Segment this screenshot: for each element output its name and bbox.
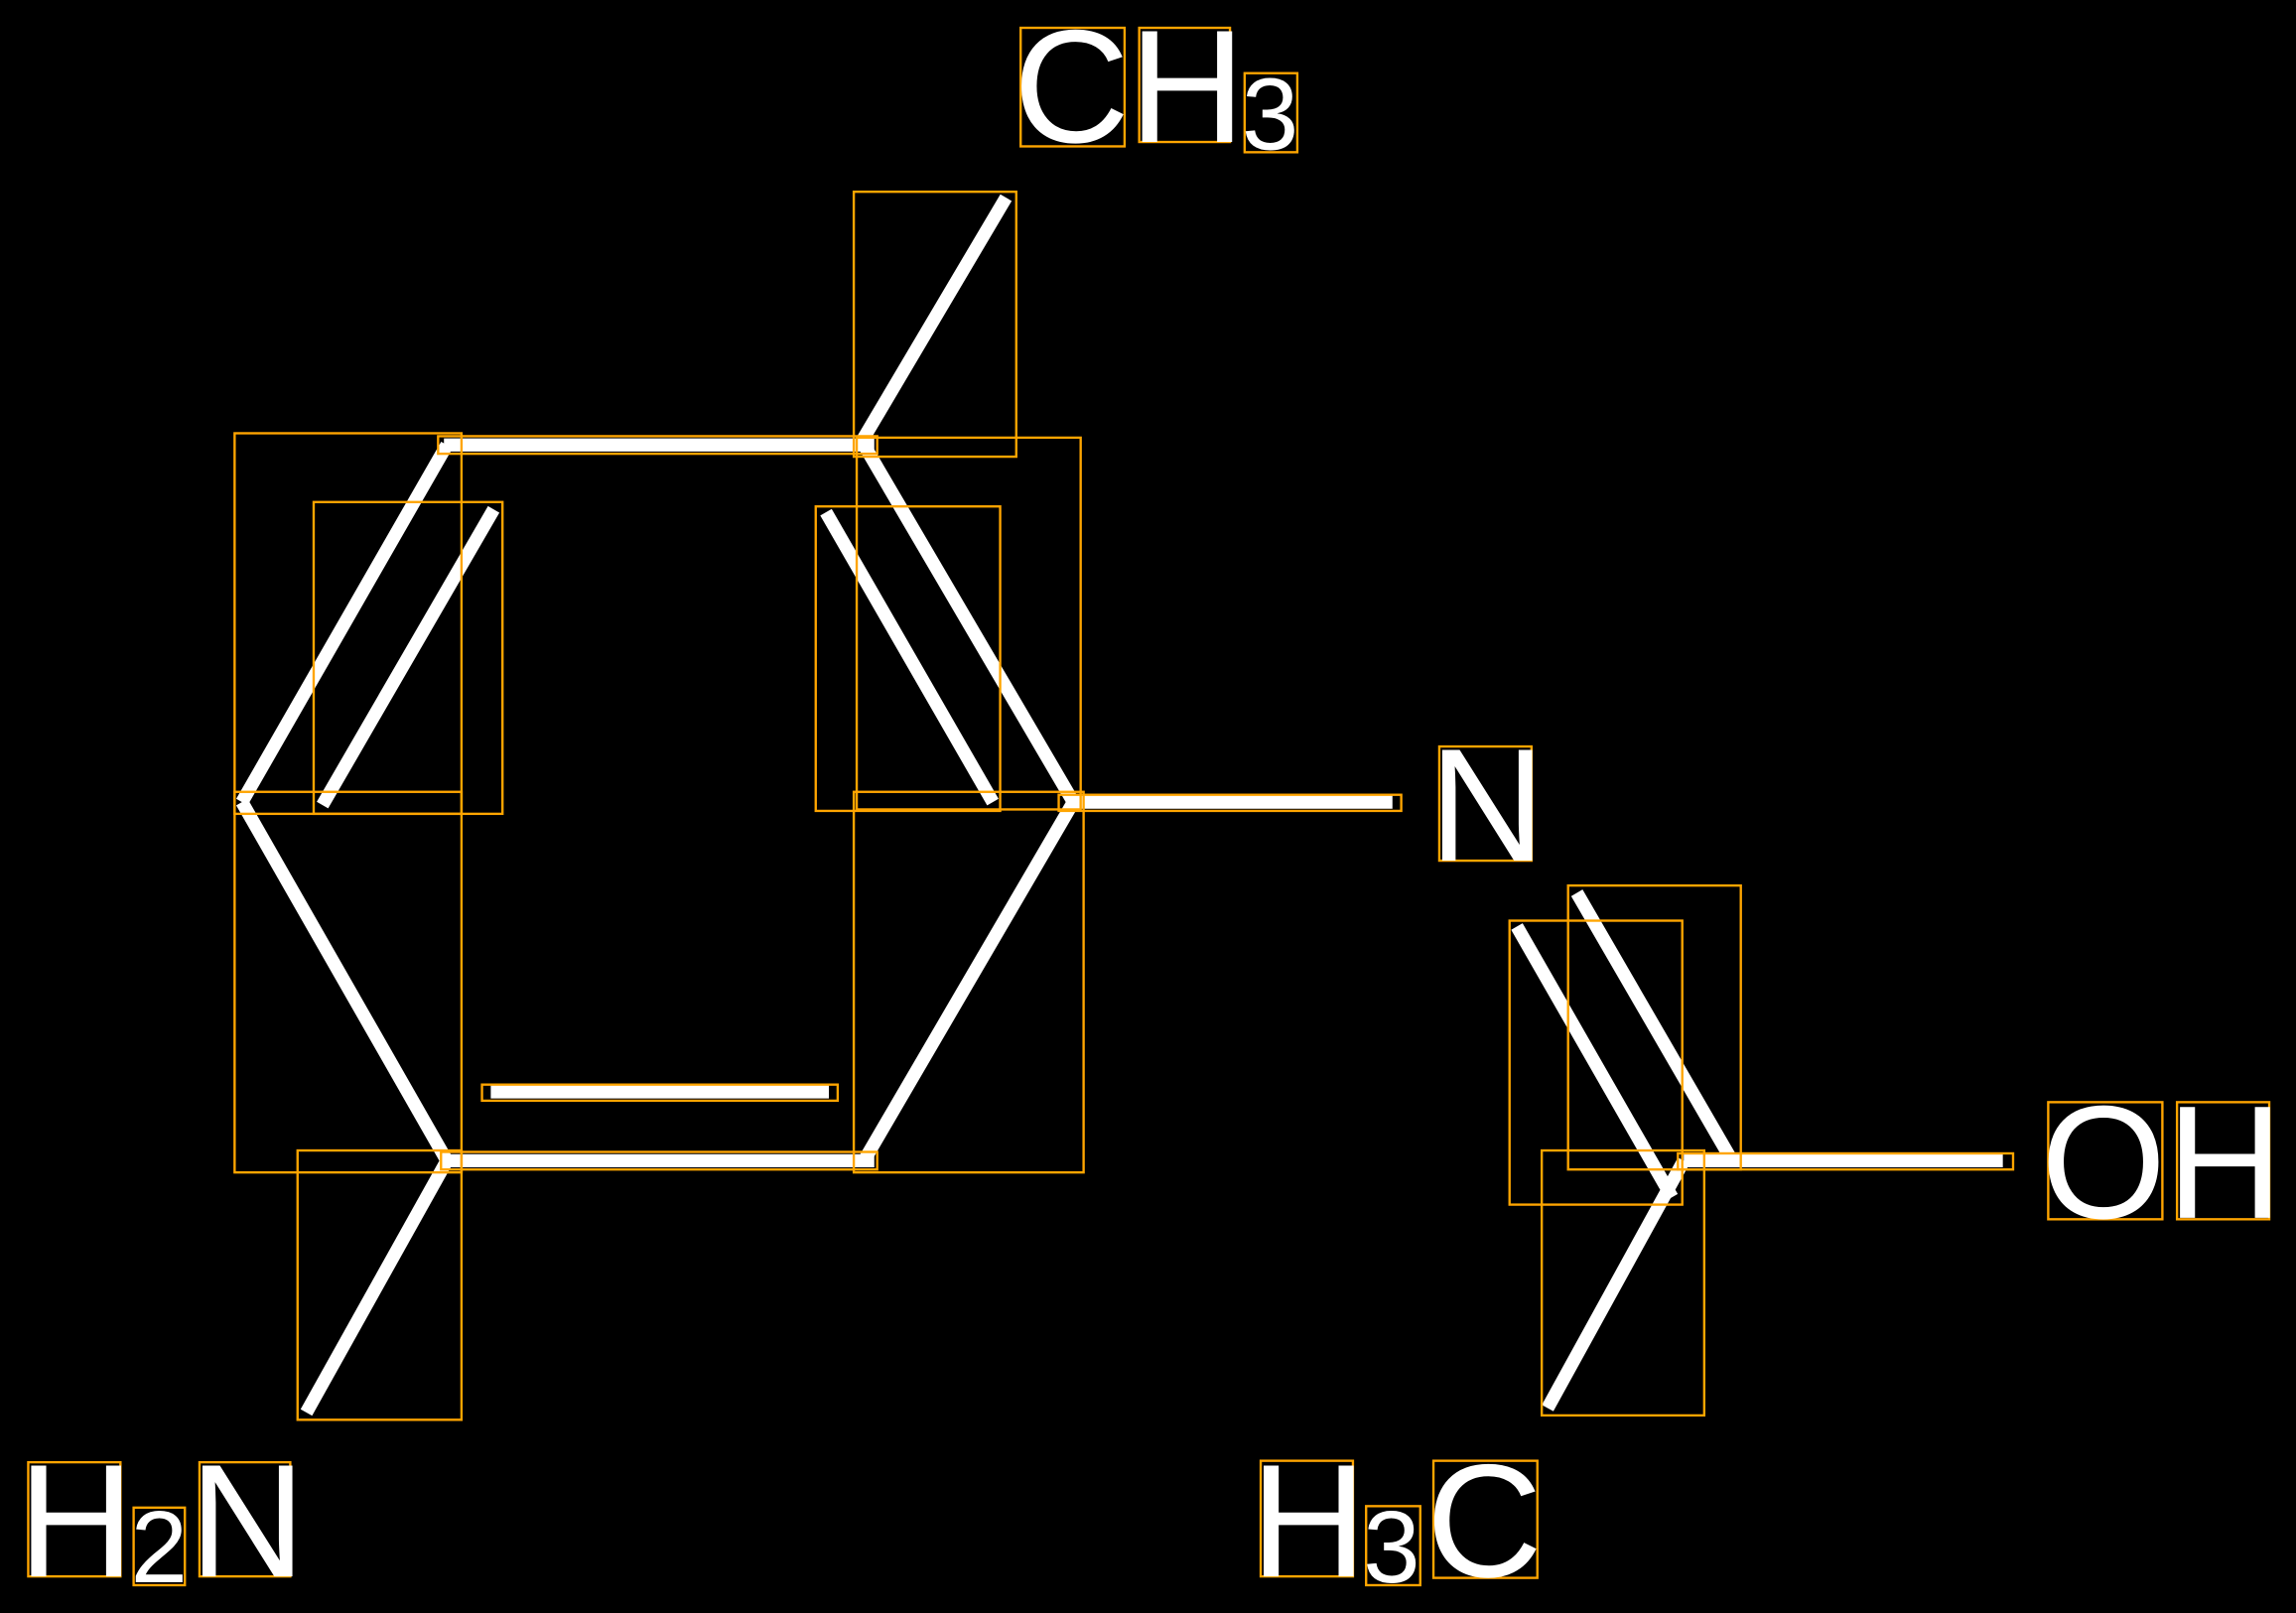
label-methyl-bottom: H 3 C <box>1251 1431 1543 1611</box>
bbox <box>1138 26 1232 144</box>
bbox <box>852 190 1017 459</box>
label-methyl-top: C H 3 <box>1013 0 1298 177</box>
bbox <box>1437 744 1534 863</box>
bond-ring-lower-right <box>858 798 1080 1164</box>
bbox <box>296 1148 464 1421</box>
bbox <box>1540 1148 1706 1417</box>
bbox <box>1365 1505 1421 1587</box>
bbox <box>1057 793 1403 813</box>
bbox <box>2047 1101 2164 1221</box>
bond-ring-upper-left-inner <box>317 505 500 809</box>
bond-oxime-double-b <box>1570 889 1738 1164</box>
bbox <box>233 790 464 1174</box>
bbox <box>312 500 504 816</box>
bbox <box>132 1506 187 1587</box>
subscript: 3 <box>1363 1490 1419 1604</box>
atom-c: C <box>1426 1431 1543 1611</box>
bonds <box>235 194 2003 1416</box>
bond-ring-lower-left <box>235 798 453 1164</box>
subscript: 2 <box>131 1490 188 1604</box>
bbox <box>1431 1459 1539 1579</box>
bbox <box>1566 883 1742 1171</box>
bbox <box>1508 919 1684 1206</box>
bbox <box>27 1460 122 1578</box>
atom-h: H <box>18 1431 134 1611</box>
bbox <box>1677 1151 2015 1171</box>
bbox <box>2175 1101 2271 1221</box>
bbox <box>1243 71 1299 154</box>
bbox <box>1019 26 1127 148</box>
label-hydroxyl: O H <box>2041 1073 2283 1253</box>
atom-h: H <box>1251 1431 1367 1611</box>
atom-o: O <box>2041 1073 2166 1253</box>
bond-ring-upper-right <box>858 441 1080 806</box>
bond-ring-upper-right-inner <box>820 508 999 806</box>
bbox <box>480 1083 840 1103</box>
subscript: 3 <box>1242 57 1298 171</box>
bond-to-amine <box>300 1157 453 1416</box>
bbox <box>852 790 1085 1174</box>
bbox <box>1259 1459 1355 1578</box>
bond-oxime-double-a <box>1511 923 1679 1201</box>
label-amine: H 2 N <box>18 1431 306 1611</box>
atom-n: N <box>190 1431 306 1611</box>
bond-ring-upper-left <box>235 441 453 806</box>
atom-h: H <box>1129 0 1245 177</box>
bbox <box>855 436 1082 811</box>
bond-methyl-top <box>854 194 1013 449</box>
bbox <box>440 1150 878 1171</box>
atom-n: N <box>1429 716 1546 895</box>
bbox <box>437 435 878 456</box>
bond-methyl-bottom <box>1542 1157 1690 1411</box>
bbox <box>198 1460 292 1578</box>
atom-c: C <box>1013 0 1130 177</box>
bbox <box>814 505 1002 813</box>
atom-h: H <box>2167 1073 2283 1253</box>
bounding-boxes <box>27 26 2271 1587</box>
atom-labels: C H 3 N O H H 2 N H 3 C <box>18 0 2283 1611</box>
